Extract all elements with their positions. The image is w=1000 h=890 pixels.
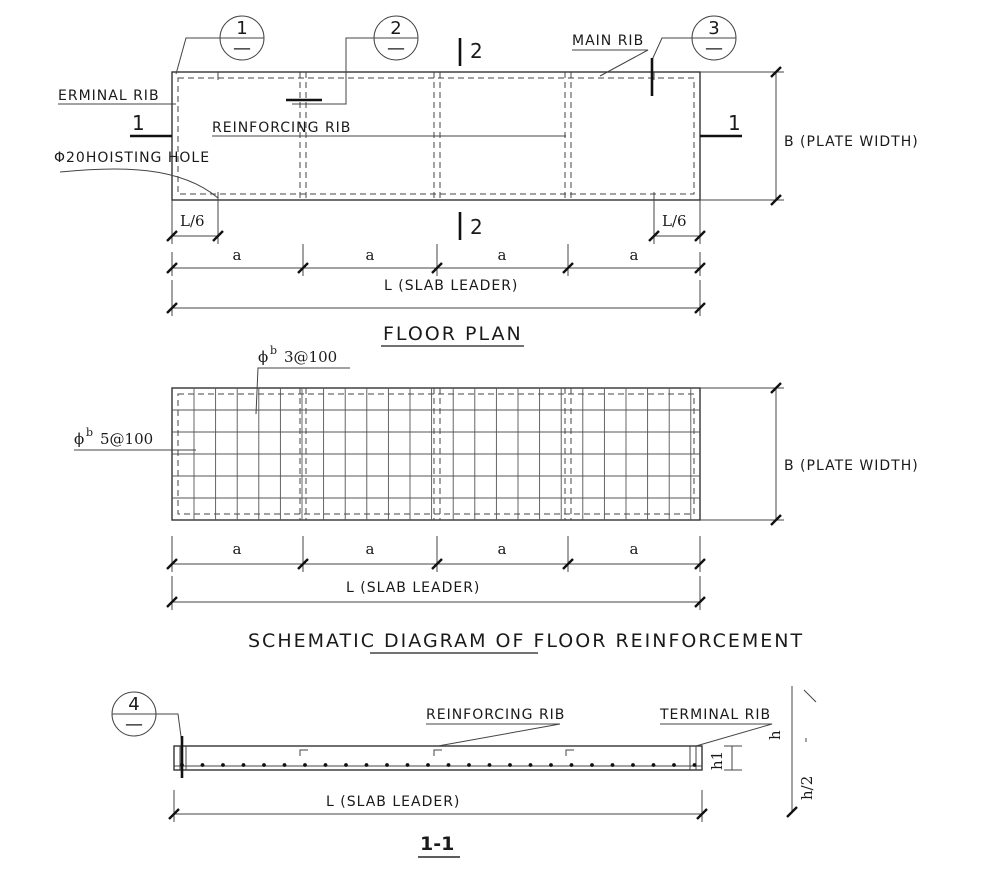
reinf-spacing-a-2: a bbox=[366, 540, 375, 558]
rebar-dot bbox=[323, 763, 328, 767]
section-mark-top: 2 bbox=[470, 39, 483, 63]
rebar-dot bbox=[221, 763, 225, 767]
callout-4: 4 — bbox=[111, 691, 184, 778]
callout-1: 1 — bbox=[175, 15, 265, 75]
callout-3-number: 3 bbox=[708, 18, 719, 39]
svg-text:—: — bbox=[233, 38, 251, 59]
rebar-dot bbox=[631, 763, 635, 767]
spacing-a-1: a bbox=[233, 246, 242, 264]
rebar-dot bbox=[426, 763, 430, 767]
section-mark-left: 1 bbox=[132, 111, 145, 135]
plate-width-label: B (PLATE WIDTH) bbox=[784, 134, 919, 150]
rebar-dot bbox=[282, 763, 287, 767]
rebar-dot bbox=[200, 763, 205, 767]
section-1-1: 4 — REINFORCING RIB TERMINAL RIB h1 h h/… bbox=[111, 686, 817, 858]
l-sixth-right: L/6 bbox=[662, 212, 687, 230]
h-half-label: h/2 bbox=[798, 776, 816, 800]
h1-label: h1 bbox=[708, 751, 726, 770]
floor-plan-title: FLOOR PLAN bbox=[383, 323, 523, 345]
section-mark-right: 1 bbox=[728, 111, 741, 135]
rebar-dot bbox=[262, 763, 266, 767]
rebar-dot bbox=[405, 763, 410, 767]
bar-side-spec: 5@100 bbox=[100, 430, 153, 448]
section-reinforcing-rib-label: REINFORCING RIB bbox=[426, 707, 565, 723]
reinforcement-mesh bbox=[172, 388, 700, 520]
rebar-dots bbox=[180, 763, 697, 767]
rebar-dot bbox=[549, 763, 553, 767]
rebar-dot bbox=[303, 763, 307, 767]
floor-plan: 1 1 2 2 1 — 2 — 3 — bbox=[54, 15, 919, 347]
main-rib-label: MAIN RIB bbox=[572, 33, 644, 49]
section-title: 1-1 bbox=[420, 833, 454, 855]
reinforcement-title: SCHEMATIC DIAGRAM OF FLOOR REINFORCEMENT bbox=[248, 630, 804, 652]
rebar-dot bbox=[672, 763, 676, 767]
reinforcement-ribs bbox=[299, 388, 572, 520]
callout-2: 2 — bbox=[286, 15, 419, 105]
rebar-dot bbox=[241, 763, 246, 767]
bar-top-grade: b bbox=[270, 344, 277, 357]
terminal-rib-label: ERMINAL RIB bbox=[58, 88, 160, 104]
rebar-dot bbox=[651, 763, 656, 767]
reinforcement-slab-length: L (SLAB LEADER) bbox=[346, 580, 480, 596]
svg-text:—: — bbox=[705, 38, 723, 59]
hoisting-hole-label: Φ20HOISTING HOLE bbox=[54, 150, 210, 166]
section-terminal-rib-label: TERMINAL RIB bbox=[659, 707, 771, 723]
callout-1-number: 1 bbox=[236, 18, 247, 39]
rebar-dot bbox=[344, 763, 348, 767]
spacing-a-3: a bbox=[498, 246, 507, 264]
section-mark-bottom: 2 bbox=[470, 215, 483, 239]
reinf-spacing-a-4: a bbox=[630, 540, 639, 558]
h-label: h bbox=[766, 730, 784, 740]
rebar-dot bbox=[487, 763, 492, 767]
rebar-dot bbox=[569, 763, 574, 767]
reinforcement-plate-width: B (PLATE WIDTH) bbox=[784, 458, 919, 474]
spacing-a-4: a bbox=[630, 246, 639, 264]
reinforcement-diagram: ϕ b 3@100 ϕ b 5@100 B (PLATE WIDTH) a a … bbox=[74, 344, 919, 654]
callout-3: 3 — bbox=[650, 15, 737, 96]
rebar-dot bbox=[446, 763, 451, 767]
main-rib-dashed bbox=[177, 77, 695, 195]
rebar-dot bbox=[528, 763, 533, 767]
svg-text:—: — bbox=[125, 714, 143, 735]
rebar-dot bbox=[508, 763, 512, 767]
callout-4-number: 4 bbox=[128, 694, 139, 715]
slab-length-label: L (SLAB LEADER) bbox=[384, 278, 518, 294]
rebar-dot bbox=[692, 763, 697, 767]
reinf-spacing-a-3: a bbox=[498, 540, 507, 558]
section-slab-length: L (SLAB LEADER) bbox=[326, 794, 460, 810]
svg-text:—: — bbox=[387, 38, 405, 59]
bar-top-spec: 3@100 bbox=[284, 348, 337, 366]
spacing-a-2: a bbox=[366, 246, 375, 264]
bar-side-grade: b bbox=[86, 426, 93, 439]
callout-2-number: 2 bbox=[390, 18, 401, 39]
reinf-spacing-a-1: a bbox=[233, 540, 242, 558]
rebar-dot bbox=[385, 763, 389, 767]
l-sixth-left: L/6 bbox=[180, 212, 205, 230]
bar-side-symbol: ϕ bbox=[74, 430, 84, 448]
rebar-dot bbox=[590, 763, 594, 767]
reinforcing-rib-label: REINFORCING RIB bbox=[212, 120, 351, 136]
rebar-dot bbox=[364, 763, 369, 767]
rebar-dot bbox=[467, 763, 471, 767]
bar-top-symbol: ϕ bbox=[258, 348, 268, 366]
rebar-dot bbox=[610, 763, 615, 767]
